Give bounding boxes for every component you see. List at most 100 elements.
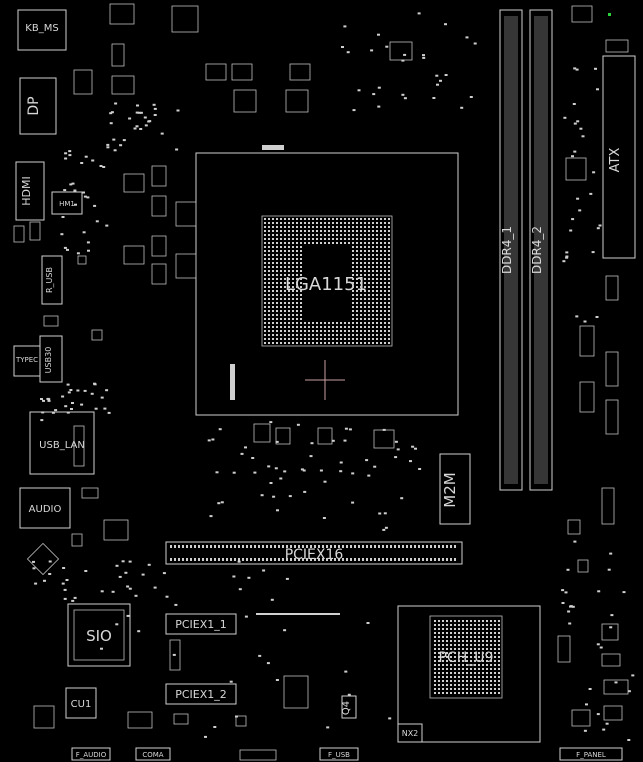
pad bbox=[276, 318, 278, 320]
pad bbox=[454, 668, 456, 670]
pad bbox=[368, 274, 370, 276]
pad bbox=[296, 423, 300, 426]
pad bbox=[458, 644, 460, 646]
usb30-connector[interactable]: USB30 bbox=[39, 335, 63, 383]
pad bbox=[442, 545, 444, 548]
dimm-slot-ddr4-1[interactable]: DDR4_1 bbox=[499, 9, 523, 491]
atx-label: ATX bbox=[608, 148, 623, 173]
pad bbox=[282, 558, 284, 561]
pad bbox=[268, 290, 270, 292]
f-audio-header[interactable]: F_AUDIO bbox=[71, 747, 111, 761]
pad bbox=[296, 226, 298, 228]
pad bbox=[209, 515, 213, 518]
pad bbox=[292, 338, 294, 340]
pad bbox=[486, 656, 488, 658]
pad bbox=[280, 250, 282, 252]
pad bbox=[292, 234, 294, 236]
atx-power-connector[interactable]: ATX bbox=[602, 55, 636, 259]
pad bbox=[280, 226, 282, 228]
pad bbox=[278, 558, 280, 561]
pcie-x1-slot-1[interactable]: PCIEX1_1 bbox=[165, 613, 237, 635]
pad bbox=[292, 262, 294, 264]
pad bbox=[272, 342, 274, 344]
pad bbox=[253, 471, 257, 474]
pad bbox=[462, 676, 464, 678]
pad bbox=[382, 428, 386, 431]
pad bbox=[466, 620, 468, 622]
pad bbox=[384, 270, 386, 272]
pad bbox=[422, 558, 424, 561]
pad bbox=[308, 226, 310, 228]
pad bbox=[280, 282, 282, 284]
r-usb-header[interactable]: R_USB bbox=[41, 255, 63, 305]
pad bbox=[376, 342, 378, 344]
cpu-socket-lga1151[interactable]: LGA1151 bbox=[175, 145, 459, 416]
pad bbox=[348, 338, 350, 340]
pad bbox=[482, 640, 484, 642]
pad bbox=[308, 326, 310, 328]
coma-header[interactable]: COMA bbox=[135, 747, 171, 761]
pad bbox=[466, 628, 468, 630]
pad bbox=[435, 74, 439, 77]
pad bbox=[61, 582, 65, 585]
pad bbox=[466, 660, 468, 662]
pad bbox=[384, 230, 386, 232]
pad bbox=[364, 266, 366, 268]
m2-slot[interactable]: M2M bbox=[439, 453, 471, 525]
pad bbox=[284, 274, 286, 276]
pad bbox=[283, 629, 287, 632]
pad bbox=[478, 692, 480, 694]
pad bbox=[442, 664, 444, 666]
pcie-x1-slot-2[interactable]: PCIEX1_2 bbox=[165, 683, 237, 705]
pad bbox=[288, 334, 290, 336]
pad bbox=[310, 545, 312, 548]
pad bbox=[284, 322, 286, 324]
pad bbox=[368, 282, 370, 284]
pad bbox=[290, 545, 292, 548]
pad bbox=[376, 242, 378, 244]
pad bbox=[112, 138, 116, 141]
nx2-component[interactable]: NX2 bbox=[397, 723, 423, 743]
pciex1-2-label: PCIEX1_2 bbox=[175, 688, 227, 701]
pad bbox=[498, 668, 500, 670]
pad bbox=[388, 270, 390, 272]
pad bbox=[498, 656, 500, 658]
cu1-chip[interactable]: CU1 bbox=[65, 687, 97, 719]
f-panel-header[interactable]: F_PANEL bbox=[559, 747, 623, 761]
pad bbox=[356, 226, 358, 228]
q4-component[interactable]: Q4 bbox=[341, 695, 357, 719]
pad bbox=[342, 558, 344, 561]
pad bbox=[438, 656, 440, 658]
pad bbox=[434, 636, 436, 638]
pad bbox=[284, 338, 286, 340]
pad bbox=[247, 576, 251, 579]
pad bbox=[268, 330, 270, 332]
pad bbox=[308, 238, 310, 240]
pad bbox=[215, 471, 219, 474]
pad bbox=[380, 262, 382, 264]
audio-connector[interactable]: AUDIO bbox=[19, 487, 71, 529]
sio-chip[interactable]: SIO bbox=[67, 603, 131, 667]
pad bbox=[482, 648, 484, 650]
pad bbox=[446, 664, 448, 666]
hm1-chip[interactable]: HM1 bbox=[51, 191, 83, 215]
pad bbox=[300, 318, 302, 320]
kb-ms-connector[interactable]: KB_MS bbox=[17, 9, 67, 51]
pad bbox=[300, 294, 302, 296]
pad bbox=[458, 668, 460, 670]
f-usb-header[interactable]: F_USB bbox=[319, 747, 359, 761]
dimm-slot-ddr4-2[interactable]: DDR4_2 bbox=[529, 9, 553, 491]
pad bbox=[213, 726, 217, 728]
hdmi-connector[interactable]: HDMI bbox=[15, 161, 45, 221]
pad bbox=[414, 545, 416, 548]
pad bbox=[398, 558, 400, 561]
pad bbox=[583, 320, 587, 323]
typec-connector[interactable]: TYPEC bbox=[13, 345, 41, 377]
usb-lan-connector[interactable]: USB_LAN bbox=[29, 411, 95, 475]
pad bbox=[326, 726, 330, 729]
pad bbox=[272, 266, 274, 268]
pad bbox=[380, 342, 382, 344]
pch-chip[interactable]: PCH_U9 bbox=[397, 605, 541, 743]
dp-connector[interactable]: DP bbox=[19, 77, 57, 135]
pad bbox=[316, 226, 318, 228]
